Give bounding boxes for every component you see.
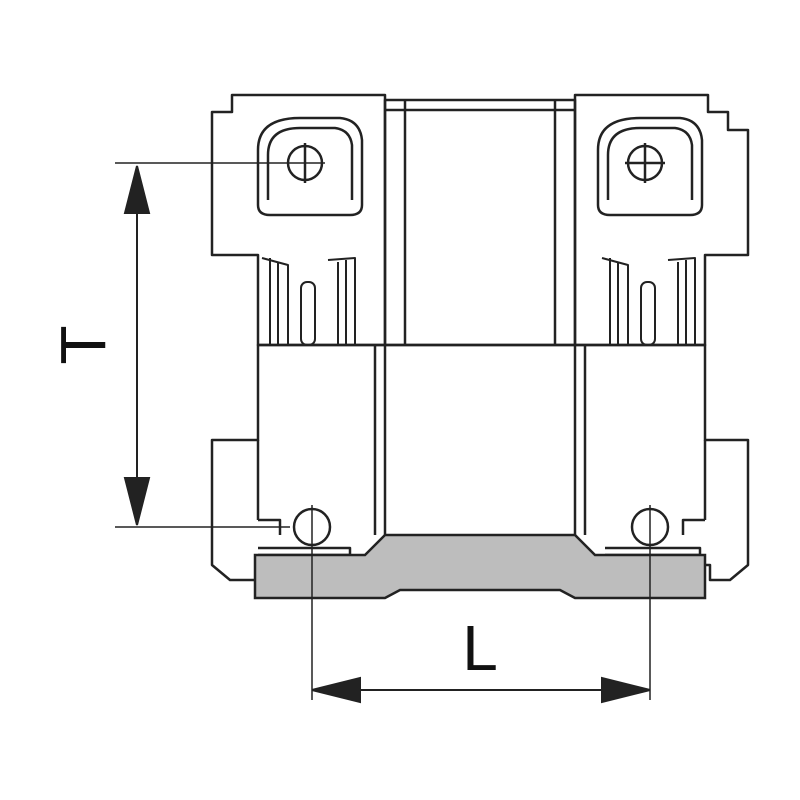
base-plate [253,533,707,600]
height-dimension-label: T [47,325,119,364]
lower-body [210,343,750,582]
length-dimension-label: L [462,612,498,684]
left-grip-teeth [261,257,356,346]
right-clamp-body [573,93,750,347]
upper-center-sleeve [383,98,577,347]
right-grip-teeth [601,257,696,346]
left-lug [256,116,364,217]
right-lug [596,116,704,217]
length-dimension [311,676,651,704]
height-dimension [123,165,151,526]
left-clamp-body [210,93,387,347]
